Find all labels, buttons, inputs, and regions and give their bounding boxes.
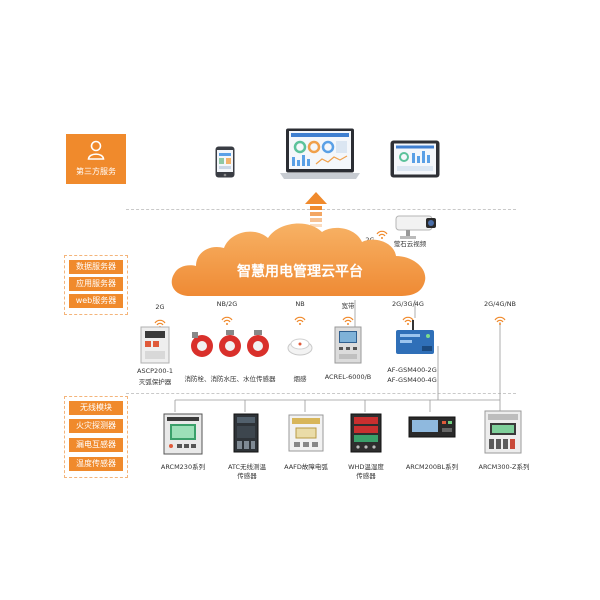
wifi-icon-acrel (342, 310, 354, 329)
aafd-device (288, 414, 324, 452)
atc-label-2: 传感器 (237, 472, 257, 480)
module-item-fire: 火灾探测器 (69, 419, 123, 433)
tablet-icon (390, 140, 440, 178)
cloud-shape (168, 218, 430, 298)
wifi-icon-smoke (294, 310, 306, 329)
whd-device (350, 413, 382, 453)
smoke-detector-device (287, 334, 313, 356)
hydrant-label: 消防栓、消防水压、水位传感器 (184, 375, 276, 383)
wifi-icon-arcm300 (494, 310, 506, 329)
net-label-sensors: NB/2G (216, 300, 238, 308)
arcm230-label: ARCM230系列 (160, 463, 206, 471)
smoke-label: 烟感 (293, 375, 307, 383)
hydrant-sensor-device (188, 328, 272, 362)
module-item-wireless: 无线模块 (69, 401, 123, 415)
module-item-leakage: 漏电互感器 (69, 438, 123, 452)
arcm230-device (163, 413, 203, 455)
gsm-label: AF-GSM400-2G (387, 366, 437, 374)
atc-sensor-device (233, 413, 259, 453)
acrel-6000-device (334, 326, 362, 364)
camera-label: 萤石云视频 (393, 240, 427, 248)
wifi-icon-gsm (402, 310, 414, 329)
user-icon (87, 140, 105, 160)
ascp-label-2: 灭弧保护器 (138, 378, 172, 386)
laptop-icon (280, 128, 360, 180)
separator-middle (126, 393, 516, 394)
module-panel (64, 396, 128, 478)
ascp-label: ASCP200-1 (137, 367, 173, 375)
cloud-title: 智慧用电管理云平台 (237, 264, 363, 280)
arc-protector-device (140, 326, 170, 364)
server-item-data: 数据服务器 (69, 260, 123, 274)
third-party-label: 第三方服务 (76, 167, 116, 176)
module-item-temperature: 温度传感器 (69, 457, 123, 471)
upload-arrow-icon (305, 192, 327, 228)
arcm200bl-device (408, 416, 456, 438)
third-party-panel: 第三方服务 (66, 134, 126, 184)
arcm300z-label: ARCM300-Z系列 (478, 463, 530, 471)
atc-label: ATC无线测温 (227, 463, 267, 471)
phone-icon (215, 146, 235, 178)
server-panel (64, 255, 128, 315)
server-item-app: 应用服务器 (69, 277, 123, 291)
net-label-gsm: 2G/3G/4G (392, 300, 424, 308)
gsm-module-device (392, 320, 438, 356)
security-camera-icon (392, 214, 440, 240)
acrel-label: ACREL-6000/B (324, 373, 372, 381)
gsm-label-2: AF-GSM400-4G (387, 376, 437, 384)
net-label-arcm300: 2G/4G/NB (483, 300, 517, 308)
net-label-ascp: 2G (155, 303, 165, 311)
camera-wifi-icon (376, 224, 388, 239)
aafd-label: AAFD故障电弧 (284, 463, 328, 471)
arcm200bl-label: ARCM200BL系列 (405, 463, 459, 471)
arcm300z-device (484, 410, 522, 454)
server-item-web: web服务器 (69, 294, 123, 308)
whd-label-2: 传感器 (356, 472, 376, 480)
whd-label: WHD温湿度 (348, 463, 384, 471)
net-label-acrel: 宽带 (341, 302, 355, 310)
net-label-smoke: NB (295, 300, 305, 308)
wifi-icon-sensors (221, 310, 233, 329)
